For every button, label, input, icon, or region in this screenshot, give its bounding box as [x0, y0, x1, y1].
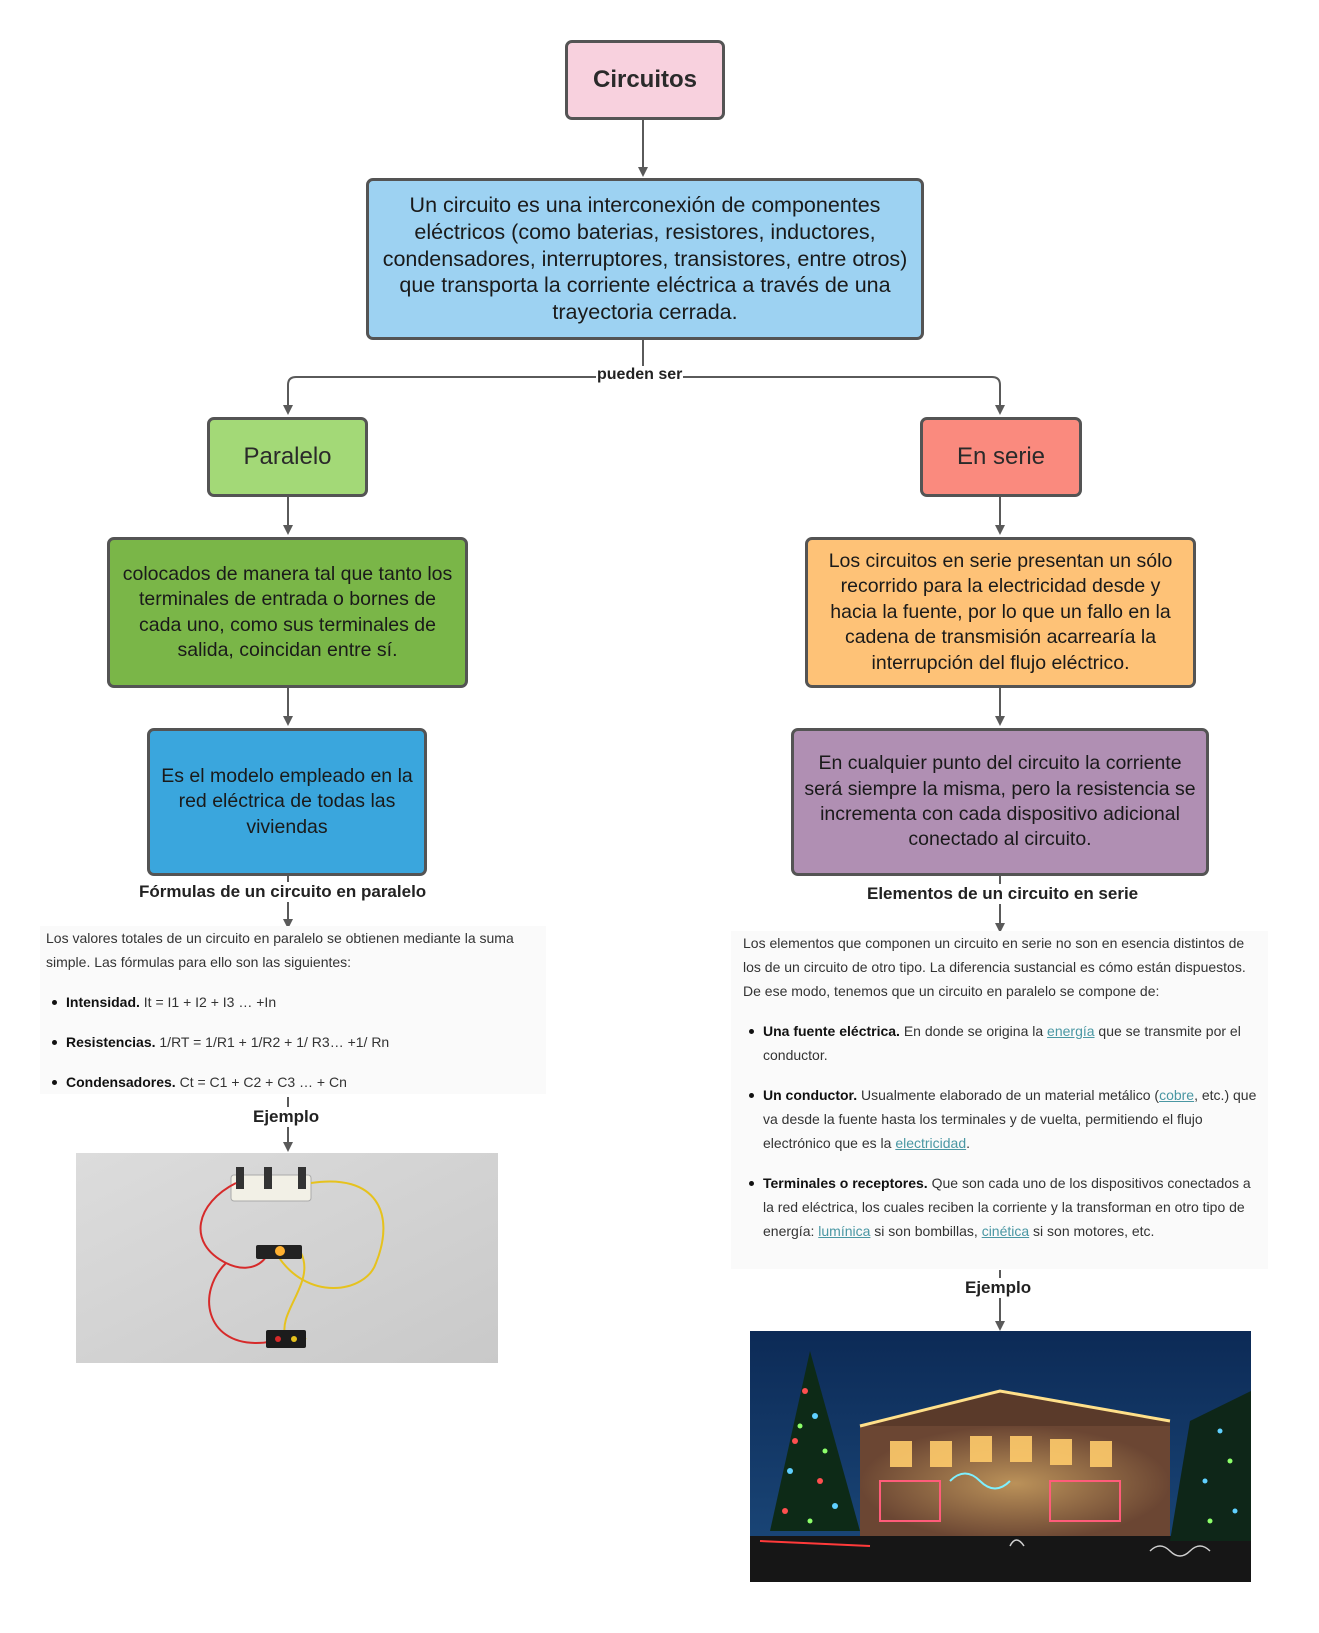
elemento-text: si son motores, etc. — [1029, 1223, 1155, 1239]
node-serie-desc: Los circuitos en serie presentan un sólo… — [805, 537, 1196, 688]
node-paralelo-uso: Es el modelo empleado en la red eléctric… — [147, 728, 427, 876]
formulas-list: Intensidad. It = I1 + I2 + I3 … +In Resi… — [46, 990, 540, 1094]
elemento-text: Usualmente elaborado de un material metá… — [857, 1087, 1160, 1103]
node-en-serie: En serie — [920, 417, 1082, 497]
formula-text: Ct = C1 + C2 + C3 … + Cn — [175, 1074, 347, 1090]
node-paralelo-text: Paralelo — [243, 442, 332, 470]
formulas-intro: Los valores totales de un circuito en pa… — [46, 930, 514, 970]
christmas-lights-house-photo — [750, 1331, 1251, 1582]
link-cobre[interactable]: cobre — [1159, 1087, 1195, 1103]
formula-term: Resistencias. — [66, 1034, 156, 1050]
node-serie-corriente-text: En cualquier punto del circuito la corri… — [804, 752, 1196, 851]
elemento-text: , etc.) que va desde la fuente hasta los… — [763, 1087, 1257, 1151]
formula-item: Intensidad. It = I1 + I2 + I3 … +In — [52, 990, 540, 1014]
elemento-item: Un conductor. Usualmente elaborado de un… — [749, 1083, 1260, 1155]
formula-term: Intensidad. — [66, 994, 140, 1010]
node-en-serie-text: En serie — [956, 442, 1046, 470]
elemento-term: Un conductor. — [763, 1087, 858, 1103]
node-paralelo-uso-text: Es el modelo empleado en la red eléctric… — [161, 764, 413, 838]
elemento-item: Terminales o receptores. Que son cada un… — [749, 1171, 1260, 1243]
label-elementos: Elementos de un circuito en serie — [866, 884, 1140, 904]
elemento-text: que se transmite por el conductor. — [763, 1023, 1241, 1063]
elemento-text: . — [966, 1135, 971, 1151]
label-ejemplo-paralelo: Ejemplo — [252, 1107, 321, 1127]
link-luminica[interactable]: lumínica — [818, 1223, 871, 1239]
elemento-item: Una fuente eléctrica. En donde se origin… — [749, 1019, 1260, 1067]
formula-item: Condensadores. Ct = C1 + C2 + C3 … + Cn — [52, 1070, 540, 1094]
elementos-intro: Los elementos que componen un circuito e… — [743, 935, 1246, 999]
elemento-text: Que son cada uno de los dispositivos con… — [763, 1175, 1251, 1239]
elemento-text: si son bombillas, — [870, 1223, 982, 1239]
link-energia[interactable]: energía — [1047, 1023, 1095, 1039]
node-serie-desc-text: Los circuitos en serie presentan un sólo… — [828, 550, 1173, 674]
label-pueden-ser: pueden ser — [596, 366, 684, 384]
edge-to-serie — [643, 376, 1005, 415]
node-definicion-text: Un circuito es una interconexión de comp… — [382, 192, 908, 325]
formula-text: 1/RT = 1/R1 + 1/R2 + 1/ R3… +1/ Rn — [155, 1034, 390, 1050]
formula-term: Condensadores. — [66, 1074, 176, 1090]
node-circuitos-text: Circuitos — [592, 65, 697, 93]
elemento-term: Terminales o receptores. — [763, 1175, 928, 1191]
edge-to-paralelo — [283, 376, 643, 415]
node-definicion: Un circuito es una interconexión de comp… — [366, 178, 924, 340]
link-cinetica[interactable]: cinética — [981, 1223, 1030, 1239]
elementos-box: Los elementos que componen un circuito e… — [731, 931, 1268, 1269]
parallel-circuit-photo — [76, 1153, 498, 1363]
node-paralelo: Paralelo — [207, 417, 368, 497]
label-formulas: Fórmulas de un circuito en paralelo — [138, 882, 428, 902]
formula-item: Resistencias. 1/RT = 1/R1 + 1/R2 + 1/ R3… — [52, 1030, 540, 1054]
link-electricidad[interactable]: electricidad — [895, 1135, 967, 1151]
node-serie-corriente: En cualquier punto del circuito la corri… — [791, 728, 1209, 876]
elemento-text: En donde se origina la — [899, 1023, 1048, 1039]
node-paralelo-desc-text: colocados de manera tal que tanto los te… — [122, 562, 453, 661]
label-ejemplo-serie: Ejemplo — [964, 1278, 1033, 1298]
elemento-term: Una fuente eléctrica. — [763, 1023, 900, 1039]
elementos-list: Una fuente eléctrica. En donde se origin… — [743, 1019, 1260, 1243]
node-paralelo-desc: colocados de manera tal que tanto los te… — [107, 537, 468, 688]
formulas-box: Los valores totales de un circuito en pa… — [40, 926, 546, 1094]
formula-text: It = I1 + I2 + I3 … +In — [139, 994, 277, 1010]
node-circuitos: Circuitos — [565, 40, 725, 120]
